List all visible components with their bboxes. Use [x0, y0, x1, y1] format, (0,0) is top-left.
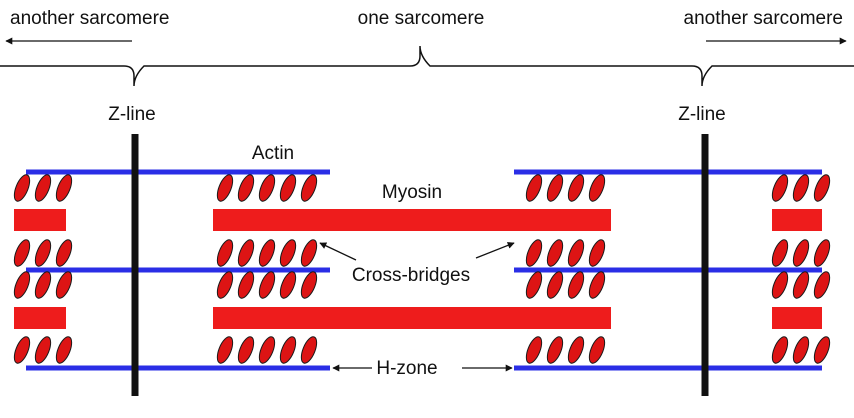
- myosin-head: [279, 336, 297, 364]
- myosin-head: [792, 271, 810, 299]
- myosin-label: Myosin: [382, 182, 442, 203]
- myosin-head: [55, 174, 73, 202]
- myosin-bar-partial-left: [14, 307, 66, 329]
- myosin-head: [567, 174, 585, 202]
- myosin-head: [237, 239, 255, 267]
- myosin-head: [525, 271, 543, 299]
- another-sarcomere-right-label: another sarcomere: [684, 8, 843, 29]
- myosin-head: [300, 271, 318, 299]
- myosin-head: [13, 174, 31, 202]
- myosin-head: [258, 271, 276, 299]
- myosin-head: [237, 174, 255, 202]
- myosin-head: [34, 239, 52, 267]
- myosin-head: [588, 174, 606, 202]
- myosin-head: [546, 239, 564, 267]
- myosin-head: [813, 239, 831, 267]
- myosin-head: [237, 336, 255, 364]
- sarcomere-brace: [0, 45, 854, 87]
- myosin-head: [771, 174, 789, 202]
- one-sarcomere-label: one sarcomere: [358, 8, 485, 29]
- myosin-head: [567, 336, 585, 364]
- myosin-head: [216, 239, 234, 267]
- myosin-head: [279, 239, 297, 267]
- myosin-bar: [213, 307, 611, 329]
- myosin-head: [34, 336, 52, 364]
- myosin-head: [216, 271, 234, 299]
- myosin-head: [588, 239, 606, 267]
- myosin-head: [55, 336, 73, 364]
- myosin-head: [771, 336, 789, 364]
- myosin-head: [34, 271, 52, 299]
- myosin-head: [546, 271, 564, 299]
- myosin-head: [792, 174, 810, 202]
- myosin-head: [813, 336, 831, 364]
- myosin-head: [525, 239, 543, 267]
- myosin-head: [300, 239, 318, 267]
- z-line-right-label: Z-line: [678, 104, 726, 125]
- myosin-head: [13, 239, 31, 267]
- myosin-head: [216, 174, 234, 202]
- myosin-bar-partial-left: [14, 209, 66, 231]
- myosin-head: [792, 336, 810, 364]
- myosin-head: [237, 271, 255, 299]
- myosin-bar: [213, 209, 611, 231]
- myosin-head: [792, 239, 810, 267]
- myosin-head: [813, 174, 831, 202]
- myosin-head: [525, 174, 543, 202]
- myosin-head: [813, 271, 831, 299]
- myosin-head: [300, 336, 318, 364]
- myosin-head: [567, 271, 585, 299]
- myosin-heads: [13, 174, 831, 364]
- another-sarcomere-left-label: another sarcomere: [10, 8, 169, 29]
- myosin-head: [13, 336, 31, 364]
- cross-bridges-arrow-left: [319, 242, 357, 261]
- myosin-bar-partial-right: [772, 209, 822, 231]
- myosin-head: [771, 239, 789, 267]
- h-zone-label: H-zone: [376, 358, 437, 379]
- myosin-bar-partial-right: [772, 307, 822, 329]
- myosin-head: [279, 174, 297, 202]
- cross-bridges-label: Cross-bridges: [352, 265, 470, 286]
- cross-bridges-arrow-right: [475, 242, 515, 259]
- myosin-head: [258, 174, 276, 202]
- myosin-head: [216, 336, 234, 364]
- myosin-head: [300, 174, 318, 202]
- myosin-head: [588, 336, 606, 364]
- myosin-head: [55, 271, 73, 299]
- myosin-head: [546, 174, 564, 202]
- myosin-head: [34, 174, 52, 202]
- z-line-left-label: Z-line: [108, 104, 156, 125]
- myosin-head: [588, 271, 606, 299]
- actin-label: Actin: [252, 143, 294, 164]
- myosin-filaments: [14, 209, 822, 329]
- myosin-head: [546, 336, 564, 364]
- myosin-head: [279, 271, 297, 299]
- myosin-head: [771, 271, 789, 299]
- myosin-head: [525, 336, 543, 364]
- myosin-head: [55, 239, 73, 267]
- myosin-head: [567, 239, 585, 267]
- myosin-head: [13, 271, 31, 299]
- myosin-head: [258, 239, 276, 267]
- actin-filaments: [26, 169, 822, 371]
- myosin-head: [258, 336, 276, 364]
